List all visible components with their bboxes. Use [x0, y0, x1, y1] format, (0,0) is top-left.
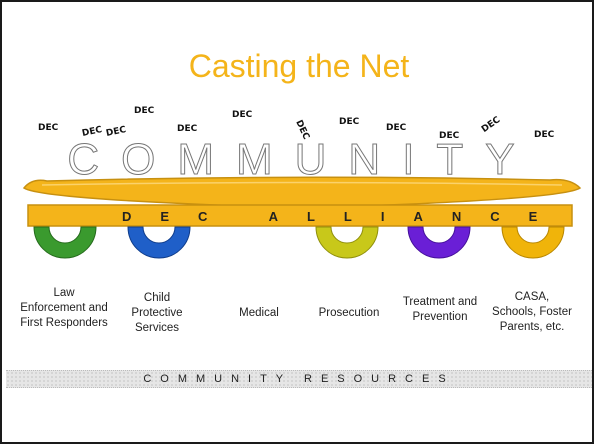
dec-tag: DEC — [38, 123, 59, 133]
dec-tag: DEC — [232, 110, 253, 120]
resource-label-casa: CASA, Schools, Foster Parents, etc. — [492, 291, 572, 333]
community-resources-band: COMMUNITY RESOURCES — [6, 370, 592, 388]
community-word: COMMUNITY — [67, 135, 537, 185]
alliance-label: DEC ALLIANCE — [122, 209, 567, 224]
net-bowl-highlight — [41, 181, 563, 186]
dec-tag: DEC — [386, 123, 407, 133]
dec-tag: DEC — [134, 106, 155, 116]
cup-child-protective — [127, 226, 191, 259]
cup-law-enforcement — [33, 226, 97, 259]
dec-tag: DEC — [439, 131, 460, 141]
resource-label-law-enforcement: Law Enforcement and First Responders — [20, 287, 108, 329]
resource-label-medical: Medical — [239, 307, 279, 319]
community-resources-label: COMMUNITY RESOURCES — [143, 373, 455, 385]
alliance-bar — [27, 204, 573, 227]
net-bowl — [22, 176, 582, 209]
dec-tag: DEC — [177, 124, 198, 134]
cup-prosecution — [315, 226, 379, 259]
resource-label-prosecution: Prosecution — [318, 307, 380, 319]
dec-tag: DEC — [534, 130, 555, 140]
cup-treatment — [407, 226, 471, 259]
cup-casa — [501, 226, 565, 259]
dec-tag: DEC — [339, 117, 360, 127]
resource-label-child-protective: Child Protective Services — [131, 292, 183, 334]
slide-title: Casting the Net — [188, 48, 410, 84]
resource-label-treatment: Treatment and Prevention — [402, 296, 478, 323]
